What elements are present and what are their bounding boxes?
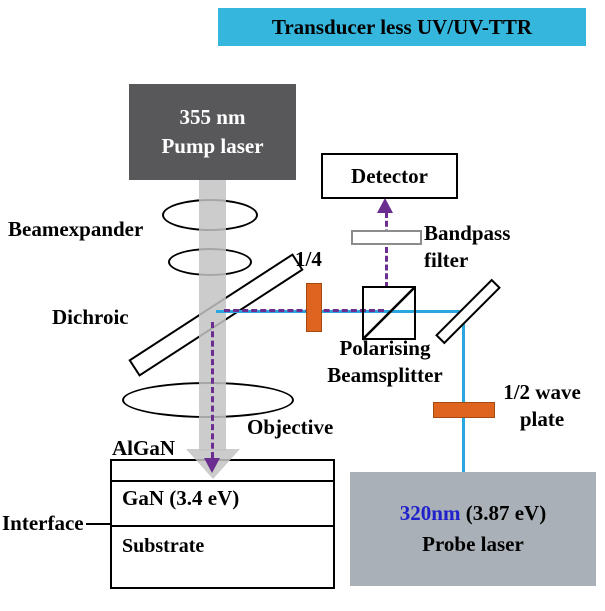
gan-layer-label: GaN (3.4 eV) xyxy=(122,486,240,510)
polarising-beamsplitter-label: Polarising Beamsplitter xyxy=(300,335,470,389)
interface-boundary-line xyxy=(112,525,333,527)
algan-label: AlGaN xyxy=(112,436,175,460)
sample-stack: GaN (3.4 eV) Substrate xyxy=(110,459,335,589)
polarising-label-line2: Beamsplitter xyxy=(327,363,443,387)
objective-label: Objective xyxy=(247,415,334,439)
bandpass-label-line2: filter xyxy=(424,248,469,272)
bandpass-filter-element xyxy=(351,230,422,245)
polarising-beamsplitter-cube xyxy=(362,286,416,340)
probe-laser-line2: Probe laser xyxy=(422,532,524,556)
half-wave-label: 1/2 wave plate xyxy=(490,379,594,433)
probe-beam-vertical xyxy=(462,312,465,476)
half-wave-label-line1: 1/2 wave xyxy=(503,380,581,404)
pump-wavelength: 355 nm xyxy=(179,105,246,129)
interface-leader-line xyxy=(86,523,112,525)
interface-label: Interface xyxy=(2,511,84,535)
half-wave-label-line2: plate xyxy=(519,407,565,431)
beamexpander-label: Beamexpander xyxy=(8,217,144,241)
beamsplitter-diagonal xyxy=(364,288,414,338)
probe-energy: (3.87 eV) xyxy=(460,501,547,525)
half-wave-plate xyxy=(433,402,495,418)
substrate-label: Substrate xyxy=(122,535,205,557)
quarter-wave-plate xyxy=(306,283,322,332)
polarising-label-line1: Polarising xyxy=(339,336,431,360)
probe-wavelength: 320nm xyxy=(399,501,461,525)
dichroic-label: Dichroic xyxy=(52,305,129,329)
detector-box: Detector xyxy=(321,153,458,199)
diagram-title: Transducer less UV/UV-TTR xyxy=(218,8,586,46)
pump-laser-box: 355 nm Pump laser xyxy=(129,84,296,180)
quarter-wave-label: 1/4 xyxy=(295,247,322,271)
probe-laser-line1: 320nm (3.87 eV) xyxy=(350,498,596,529)
reflected-beam-to-sample xyxy=(211,322,214,458)
pump-laser-label: Pump laser xyxy=(161,134,264,158)
bandpass-filter-label: Bandpass filter xyxy=(424,220,510,274)
reflected-beam-to-detector xyxy=(385,212,388,288)
beam-arrowhead-down xyxy=(204,458,220,473)
beam-arrowhead-up xyxy=(377,198,393,213)
algan-layer-boundary xyxy=(112,480,333,482)
bandpass-label-line1: Bandpass xyxy=(424,221,511,245)
probe-laser-box: 320nm (3.87 eV) Probe laser xyxy=(350,472,596,586)
reflected-beam-horizontal xyxy=(224,309,384,312)
